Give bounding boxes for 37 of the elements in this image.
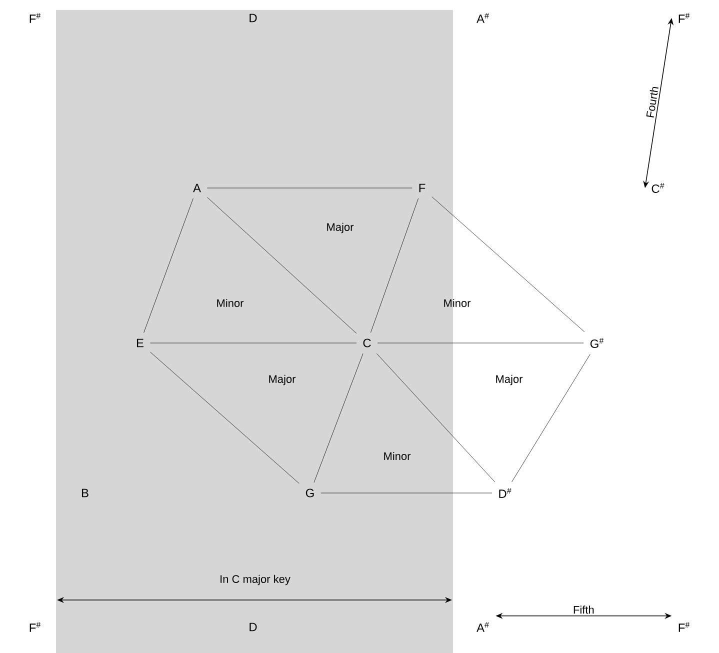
- note-label: F: [419, 184, 426, 192]
- connector-line: [314, 353, 364, 483]
- connector-line: [320, 492, 492, 494]
- note-label: D: [250, 14, 257, 22]
- note-label: D: [250, 622, 257, 632]
- connector-line: [207, 197, 357, 334]
- note-label: D$^{#}$: [499, 488, 512, 498]
- connector-line: [144, 198, 194, 333]
- connector-line: [432, 196, 585, 332]
- connector-line: [377, 342, 584, 344]
- note-label: C$^{#}$: [652, 183, 664, 193]
- connector-line: [512, 354, 590, 482]
- note-label: A$^{#}$: [476, 622, 489, 632]
- connector-line: [150, 352, 300, 484]
- note-label: C: [363, 338, 371, 348]
- chord-label: Minor: [384, 452, 411, 460]
- note-label: G: [306, 488, 314, 498]
- chord-label: Major: [496, 374, 523, 386]
- note-label: E: [137, 338, 144, 348]
- note-label: F$^{#}$: [30, 622, 41, 632]
- note-label: F$^{#}$: [678, 622, 690, 632]
- note-label: A$^{#}$: [476, 13, 489, 23]
- note-label: A: [193, 184, 201, 192]
- chord-label: Minor: [217, 298, 244, 308]
- connector-line: [376, 353, 495, 482]
- connector-line: [370, 198, 419, 333]
- note-label: G$^{#}$: [590, 338, 604, 348]
- connector-line: [150, 342, 357, 344]
- chord-label: Minor: [444, 298, 471, 308]
- edge-label: Fifth: [574, 606, 594, 614]
- note-label: B: [82, 488, 88, 498]
- edge-label: Fourth: [646, 87, 658, 118]
- chord-label: Major: [269, 374, 296, 386]
- chord-label: Major: [327, 222, 354, 234]
- note-label: F$^{#}$: [30, 13, 41, 23]
- dimension-label: In C major key: [220, 574, 290, 586]
- note-label: F$^{#}$: [678, 13, 690, 23]
